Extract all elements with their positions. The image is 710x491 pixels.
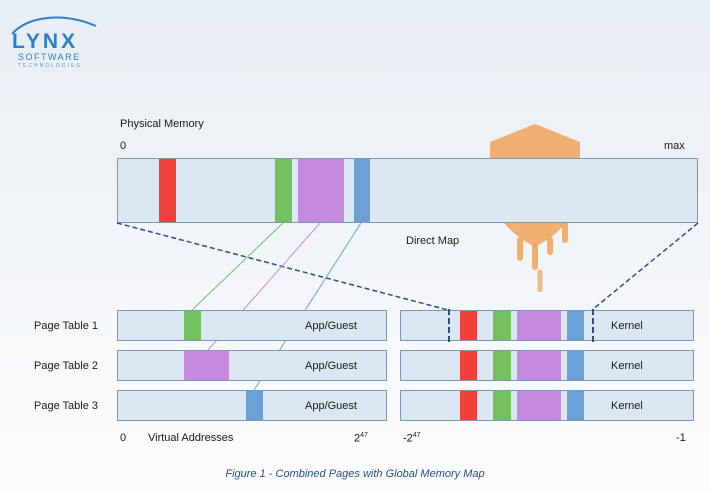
logo-wordmark: LYNX xyxy=(12,30,79,53)
axis-2-pow-47-label: 247 xyxy=(354,432,368,445)
blue-page-block xyxy=(354,159,370,222)
page-table-3-label: Page Table 3 xyxy=(34,400,99,412)
app-guest-label: App/Guest xyxy=(305,400,357,412)
green-page-block xyxy=(493,391,511,420)
purple-page-block xyxy=(298,159,344,222)
app-guest-label: App/Guest xyxy=(305,320,357,332)
purple-page-block xyxy=(517,311,561,340)
page-table-1-label: Page Table 1 xyxy=(34,320,99,332)
red-page-block xyxy=(460,311,477,340)
physical-memory-title: Physical Memory xyxy=(120,118,204,130)
green-mapping-line xyxy=(191,222,284,311)
kernel-label: Kernel xyxy=(611,320,643,332)
kernel-label: Kernel xyxy=(611,360,643,372)
app-guest-label: App/Guest xyxy=(305,360,357,372)
axis-neg-2-pow-47-label: -247 xyxy=(403,432,421,445)
blue-page-block xyxy=(246,391,263,420)
page-table-1-app-bar: App/Guest xyxy=(117,310,387,341)
blue-page-block xyxy=(567,351,584,380)
physical-start-label: 0 xyxy=(120,140,127,152)
blue-page-block xyxy=(567,391,584,420)
page-table-3-kernel-bar: Kernel xyxy=(400,390,694,421)
red-page-block xyxy=(159,159,176,222)
direct-map-label: Direct Map xyxy=(406,235,460,247)
virtual-addresses-label: Virtual Addresses xyxy=(148,432,234,444)
page-table-1-kernel-bar: Kernel xyxy=(400,309,694,342)
green-page-block xyxy=(275,159,292,222)
green-page-block xyxy=(184,311,201,340)
blue-page-block xyxy=(567,311,584,340)
kernel-label: Kernel xyxy=(611,400,643,412)
kernel-right-boundary xyxy=(592,309,594,342)
logo-tagline: TECHNOLOGIES xyxy=(18,63,82,69)
page-table-2-label: Page Table 2 xyxy=(34,360,99,372)
physical-memory-bar xyxy=(117,158,698,223)
axis-neg-one-label: -1 xyxy=(676,432,686,444)
purple-page-block xyxy=(517,391,561,420)
direct-map-right-dash xyxy=(591,222,699,311)
green-page-block xyxy=(493,351,511,380)
logo-subtitle: SOFTWARE xyxy=(18,52,81,62)
red-page-block xyxy=(460,351,477,380)
green-page-block xyxy=(493,311,511,340)
direct-map-left-dash xyxy=(116,222,449,311)
lynx-logo: LYNX SOFTWARE TECHNOLOGIES xyxy=(8,14,98,69)
figure-caption: Figure 1 - Combined Pages with Global Me… xyxy=(225,468,485,480)
page-table-2-app-bar: App/Guest xyxy=(117,350,387,381)
kernel-left-boundary xyxy=(448,309,450,342)
red-page-block xyxy=(460,391,477,420)
axis-zero-label: 0 xyxy=(120,432,127,444)
physical-end-label: max xyxy=(664,140,685,152)
purple-page-block xyxy=(184,351,229,380)
purple-page-block xyxy=(517,351,561,380)
logo-swoosh-icon xyxy=(11,16,97,35)
page-table-2-kernel-bar: Kernel xyxy=(400,350,694,381)
page-table-3-app-bar: App/Guest xyxy=(117,390,387,421)
